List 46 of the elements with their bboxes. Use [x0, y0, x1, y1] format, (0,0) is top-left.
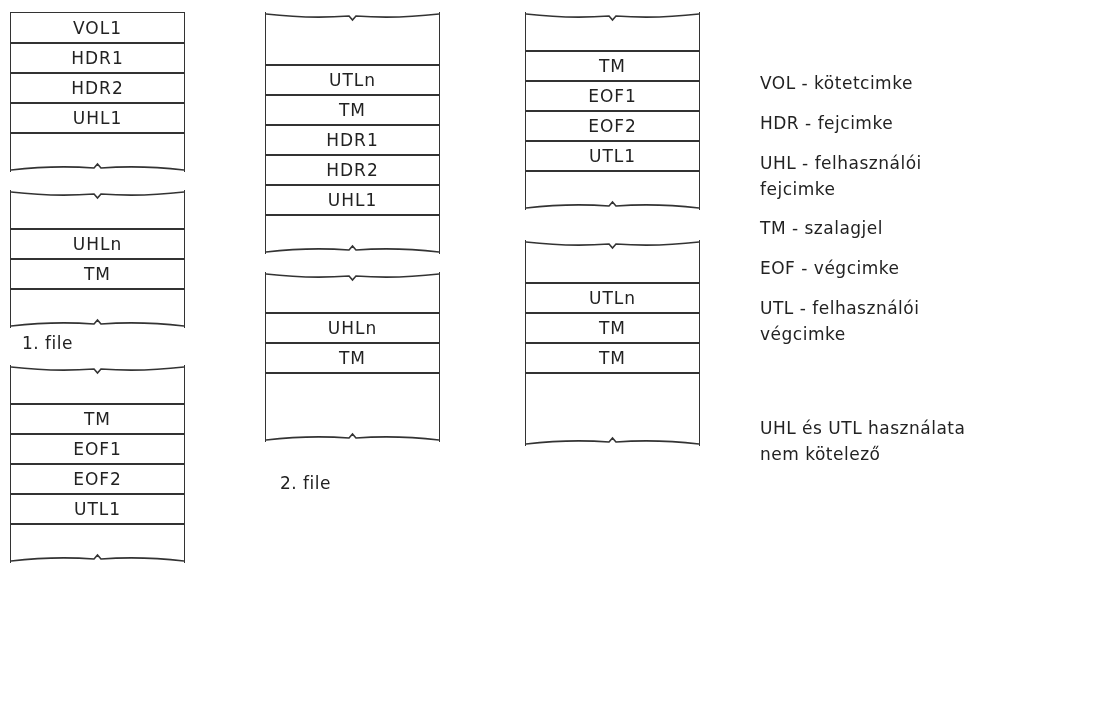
note-text: UHL és UTL használata nem kötelező [760, 417, 967, 466]
tape-record: HDR1 [265, 124, 440, 156]
torn-tape-section [10, 523, 185, 563]
torn-tape-section [10, 132, 185, 172]
torn-tape-section [265, 272, 440, 314]
tape-record: UTL1 [525, 140, 700, 172]
tape-record: EOF1 [10, 433, 185, 465]
tape-record: HDR2 [265, 154, 440, 186]
tape-record: HDR2 [10, 72, 185, 104]
tape-record: UHLn [10, 228, 185, 260]
tape-record: UTLn [525, 282, 700, 314]
tape-record: UTL1 [10, 493, 185, 525]
file-caption: 1. file [22, 332, 74, 355]
tape-record: UTLn [265, 64, 440, 96]
torn-tape-section [10, 288, 185, 328]
torn-tape-section [525, 372, 700, 446]
torn-tape-section [265, 372, 440, 442]
torn-tape-section [265, 12, 440, 66]
tape-record: TM [10, 258, 185, 290]
tape-record: TM [525, 342, 700, 374]
tape-record: TM [265, 342, 440, 374]
tape-record: EOF1 [525, 80, 700, 112]
legend-entry: UHL - felhasználói fejcimke [760, 152, 923, 201]
torn-tape-section [10, 365, 185, 405]
torn-tape-section [265, 214, 440, 254]
tape-record: TM [265, 94, 440, 126]
tape-record: UHL1 [10, 102, 185, 134]
tape-record: EOF2 [10, 463, 185, 495]
legend-entry: HDR - fejcimke [760, 112, 895, 135]
torn-tape-section [525, 12, 700, 52]
tape-record: TM [10, 403, 185, 435]
tape-record: VOL1 [10, 12, 185, 44]
tape-record: TM [525, 50, 700, 82]
tape-record: UHLn [265, 312, 440, 344]
tape-record: HDR1 [10, 42, 185, 74]
torn-tape-section [525, 240, 700, 284]
tape-record: TM [525, 312, 700, 344]
tape-record: EOF2 [525, 110, 700, 142]
legend-entry: UTL - felhasználói végcimke [760, 297, 921, 346]
torn-tape-section [525, 170, 700, 210]
legend-entry: TM - szalagjel [760, 217, 885, 240]
file-caption: 2. file [280, 472, 332, 495]
legend-entry: EOF - végcimke [760, 257, 901, 280]
legend-entry: VOL - kötetcimke [760, 72, 914, 95]
tape-record: UHL1 [265, 184, 440, 216]
torn-tape-section [10, 190, 185, 230]
